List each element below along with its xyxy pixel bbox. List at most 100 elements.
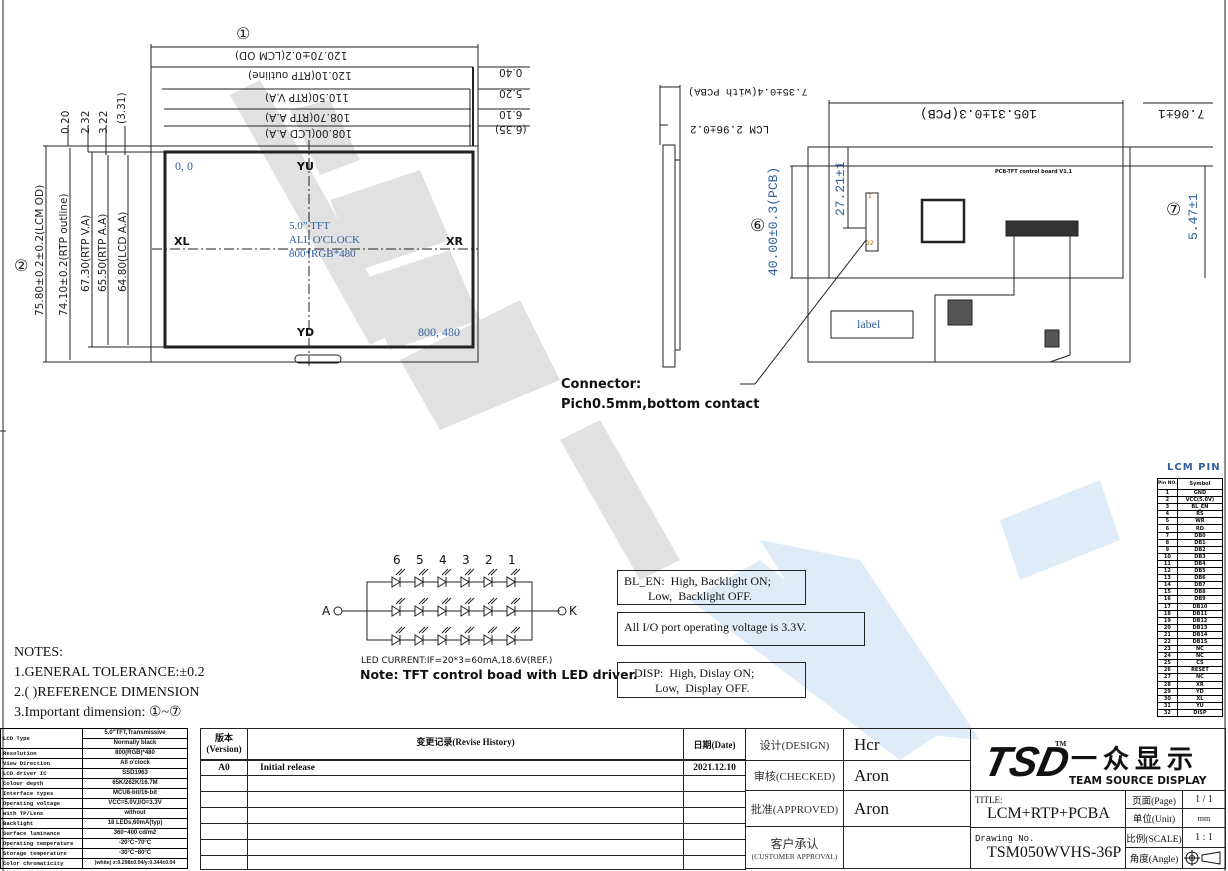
led-driver-note: Note: TFT control boad with LED driver. xyxy=(360,667,638,682)
led-column-number: 2 xyxy=(485,553,493,567)
svg-text:TEAM SOURCE DISPLAY: TEAM SOURCE DISPLAY xyxy=(1069,775,1207,787)
checked-value: Aron xyxy=(843,760,971,791)
dim-left-top-3: (3.31) xyxy=(116,92,128,124)
revision-description xyxy=(247,823,684,840)
pin-number: 2 xyxy=(1157,496,1178,505)
pin-symbol: DB15 xyxy=(1176,637,1224,647)
pin-symbol: DB6 xyxy=(1176,574,1224,583)
dim-left-top-2: 3.22 xyxy=(98,110,110,134)
pin-symbol: XL xyxy=(1176,694,1224,703)
pin-number: 25 xyxy=(1157,659,1178,668)
pin-symbol: RS xyxy=(1176,510,1224,519)
pin-symbol: DB10 xyxy=(1176,602,1224,611)
pin-symbol: NC xyxy=(1176,652,1224,661)
pin-number: 11 xyxy=(1157,559,1178,569)
design-value: Hcr xyxy=(843,728,971,761)
led-diode-icon xyxy=(460,626,475,646)
customer-approval-label: 客户承认 (CUSTOMER APPROVAL) xyxy=(745,826,844,869)
led-diode-icon xyxy=(483,626,498,646)
revision-date xyxy=(683,807,746,824)
dim-rtp-aa-width: 108.70(RTP A.A) xyxy=(265,111,351,123)
pin-symbol: RESET xyxy=(1176,666,1224,675)
label-box-text: label xyxy=(857,317,881,331)
max-coordinate-label: 800, 480 xyxy=(418,325,460,339)
drawing-number-label: Drawing No. xyxy=(975,834,1035,844)
xl-label: XL xyxy=(174,235,190,248)
pin-symbol: YD xyxy=(1176,687,1224,696)
dim-lcm-thickness: LCM 2.96±0.2 xyxy=(690,122,770,134)
dim-right-0: 0.40 xyxy=(499,66,523,78)
dim-pcb-height: 40.00±0.3(PCB) xyxy=(766,166,781,276)
led-column-number: 6 xyxy=(393,553,401,567)
spec-value: 5.0"TFT,Transmissive xyxy=(82,728,188,739)
pin-number: 13 xyxy=(1157,574,1178,583)
spec-key: LCD driver IC xyxy=(0,768,83,779)
angle-label: 角度(Angle) xyxy=(1125,847,1183,869)
board-name: PCB-TFT control board V1.1 xyxy=(995,169,1073,175)
dim-left-top-1: 2.32 xyxy=(80,110,92,134)
pin-symbol: XR xyxy=(1176,680,1224,689)
revision-date xyxy=(683,823,746,840)
revision-description: Initial release xyxy=(247,760,684,776)
lcm-pin-title: LCM PIN xyxy=(1167,462,1221,473)
pin-number: 27 xyxy=(1157,673,1178,682)
led-column-number: 5 xyxy=(416,553,424,567)
pin-header-row: Pin NO.Symbol xyxy=(1157,478,1224,490)
dim-7-06: 7.06±1 xyxy=(1158,106,1205,121)
scale-value: 1 : 1 xyxy=(1182,827,1226,848)
dim-rtp-outline-height: 74.10±0.2(RTP outline) xyxy=(58,193,70,316)
spec-value: 800(RGB)*480 xyxy=(82,748,188,759)
revision-version xyxy=(200,839,248,856)
panel-size: 5.0” TFT xyxy=(289,220,330,232)
spec-key: Storage temperature xyxy=(0,848,83,859)
led-diode-icon xyxy=(437,626,452,646)
unit-value: mm xyxy=(1182,808,1226,828)
spec-key: Operating voltage xyxy=(0,798,83,809)
led-diode-icon xyxy=(414,597,429,617)
led-column-number: 4 xyxy=(439,553,447,567)
spec-value: (white) x:0.298±0.04/y:0.344±0.04 xyxy=(82,858,188,869)
pin-number: 3 xyxy=(1157,503,1178,512)
pin-symbol: RD xyxy=(1176,524,1224,533)
bl-en-note: BL_EN: High, Backlight ON; Low, Backligh… xyxy=(617,570,806,605)
revision-version xyxy=(200,823,248,840)
page-value: 1 / 1 xyxy=(1182,790,1226,809)
approved-value: Aron xyxy=(843,790,971,827)
pin-number: 16 xyxy=(1157,595,1178,604)
led-column-number: 3 xyxy=(462,553,470,567)
pin-symbol: CS xyxy=(1176,659,1224,668)
angle-value xyxy=(1182,847,1226,869)
spec-value: All o'clock xyxy=(82,758,188,769)
spec-row: Storage temperature-30°C~80°C xyxy=(0,848,188,859)
pin-number: 17 xyxy=(1157,602,1178,611)
pin-32-marker: 32 xyxy=(866,240,874,247)
led-diode-icon xyxy=(391,626,406,646)
pin-number: 1 xyxy=(1157,488,1178,498)
pin-number: 8 xyxy=(1157,538,1178,547)
spec-value: -20°C~70°C xyxy=(82,838,188,849)
dim-lcm-od-height: 75.80±0.2±0.2(LCM OD) xyxy=(34,184,46,316)
yu-label: YU xyxy=(297,160,314,173)
dim-right-1: 5.20 xyxy=(499,87,523,99)
checked-label: 审核(CHECKED) xyxy=(745,760,844,791)
revision-version xyxy=(200,807,248,824)
title-label: TITLE: xyxy=(975,795,1003,805)
led-diode-icon xyxy=(506,568,521,588)
pin-symbol: DB9 xyxy=(1176,595,1224,604)
led-current: LED CURRENT:IF=20*3=60mA,18.6V(REF.) xyxy=(361,656,553,666)
